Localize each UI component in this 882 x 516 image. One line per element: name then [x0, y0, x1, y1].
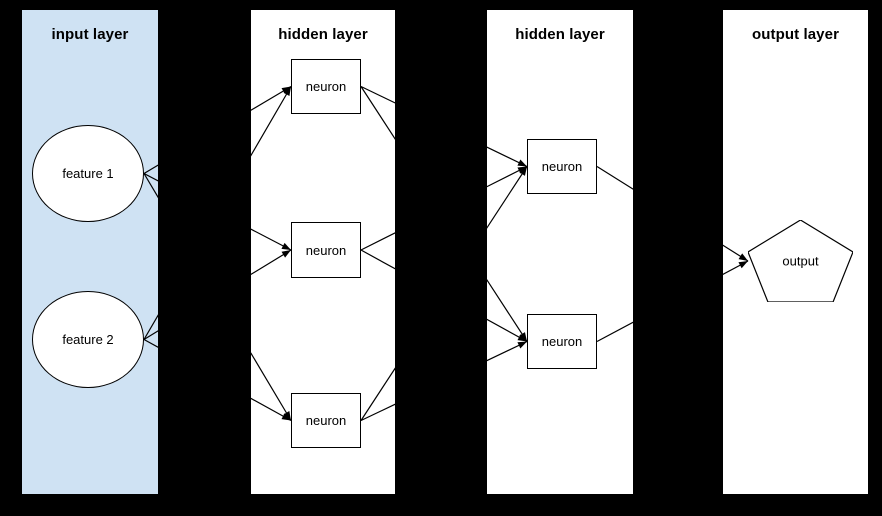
node-hidden2-neuron-1[interactable]: neuron — [527, 139, 597, 194]
edges-output — [723, 244, 749, 276]
layer-title-input: input layer — [51, 26, 129, 43]
layer-panel-hidden-1: hidden layer neuron neuron neuron — [251, 10, 395, 494]
node-hidden1-neuron-2[interactable]: neuron — [291, 222, 361, 278]
layer-title-hidden-1: hidden layer — [278, 26, 368, 43]
node-label-hidden2-neuron-1: neuron — [541, 159, 583, 174]
pentagon-shape — [748, 220, 853, 302]
node-output-node[interactable]: output — [748, 220, 853, 302]
edges-hidden-1 — [251, 85, 395, 422]
edges-hidden-2 — [487, 146, 633, 362]
node-label-hidden1-neuron-3: neuron — [305, 413, 347, 428]
node-hidden1-neuron-1[interactable]: neuron — [291, 59, 361, 114]
layer-panel-output: output layer output — [723, 10, 868, 494]
layer-title-hidden-2: hidden layer — [515, 26, 605, 43]
node-feature-1[interactable]: feature 1 — [32, 125, 144, 222]
layer-title-output: output layer — [751, 26, 840, 43]
node-feature-2[interactable]: feature 2 — [32, 291, 144, 388]
node-label-feature-1: feature 1 — [62, 166, 114, 181]
node-label-hidden1-neuron-1: neuron — [305, 79, 347, 94]
node-label-hidden2-neuron-2: neuron — [541, 334, 583, 349]
node-label-feature-2: feature 2 — [62, 332, 114, 347]
node-hidden2-neuron-2[interactable]: neuron — [527, 314, 597, 369]
edges-input — [143, 164, 158, 348]
layer-panel-input: input layer feature 1 feature 2 — [22, 10, 158, 494]
node-hidden1-neuron-3[interactable]: neuron — [291, 393, 361, 448]
node-label-hidden1-neuron-2: neuron — [305, 242, 347, 258]
layer-panel-hidden-2: hidden layer neuron neuron — [487, 10, 633, 494]
node-label-output-node: output — [782, 253, 819, 269]
